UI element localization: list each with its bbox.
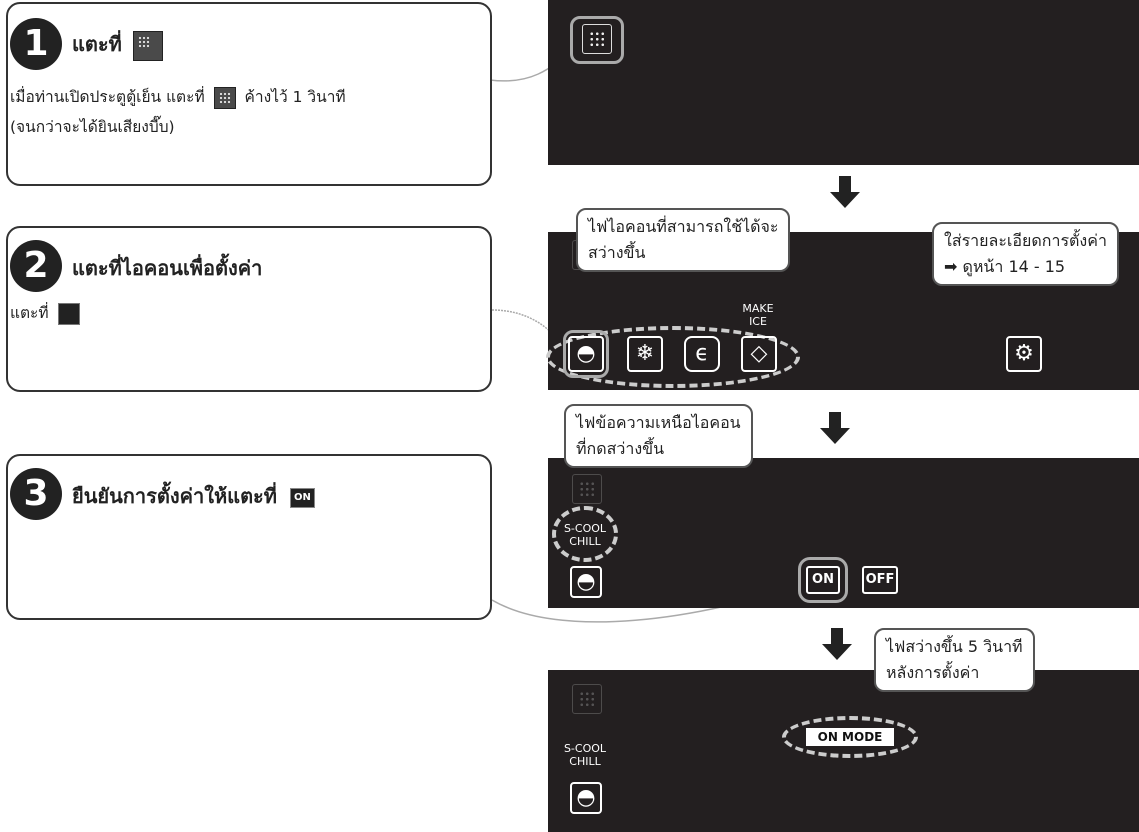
callout-available-line1: ไฟไอคอนที่สามารถใช้ได้จะ — [588, 217, 779, 236]
grid-button-highlight — [570, 16, 624, 64]
ice-icon[interactable]: ◇ — [741, 336, 777, 372]
callout-available-icons: ไฟไอคอนที่สามารถใช้ได้จะ สว่างขึ้น — [576, 208, 791, 272]
on-button-highlight — [798, 557, 848, 603]
panel-1 — [548, 0, 1139, 165]
callout-settings: ใส่รายละเอียดการตั้งค่า ➡ ดูหน้า 14 - 15 — [932, 222, 1119, 286]
step-2-box — [6, 226, 492, 392]
grid-icon — [213, 86, 236, 109]
available-icons-highlight — [546, 326, 800, 388]
step-2-line1: แตะที่ — [10, 304, 49, 322]
step-2-number: 2 — [10, 240, 62, 292]
grid-button-dim — [572, 684, 602, 714]
step-1-line1-after: ค้างไว้ 1 วินาที — [244, 88, 346, 106]
on-mode-highlight — [782, 716, 918, 758]
step-2-text: แตะที่ — [10, 298, 84, 328]
freeze-icon[interactable]: ❄ — [627, 336, 663, 372]
callout-settings-line1: ใส่รายละเอียดการตั้งค่า — [944, 231, 1107, 250]
grid-button[interactable] — [582, 24, 612, 54]
fish-chill-icon[interactable]: ◓ — [570, 566, 602, 598]
callout-on-mode-line1: ไฟสว่างขึ้น 5 วินาที — [886, 637, 1023, 656]
step-3-number: 3 — [10, 468, 62, 520]
callout-label-line2: ที่กดสว่างขึ้น — [576, 439, 665, 458]
fish-chill-icon[interactable]: ◓ — [568, 336, 604, 372]
step-1-number: 1 — [10, 18, 62, 70]
down-arrow-2-stem — [829, 412, 841, 428]
step-1-text: เมื่อท่านเปิดประตูตู้เย็น แตะที่ ค้างไว้… — [10, 82, 346, 142]
settings-icon[interactable]: ⚙ — [1006, 336, 1042, 372]
fish-chill-icon — [57, 302, 80, 325]
step-3-box — [6, 454, 492, 620]
grid-button-dim — [572, 474, 602, 504]
step-2-title: แตะที่ไอคอนเพื่อตั้งค่า — [72, 256, 263, 280]
selected-icon-highlight — [563, 330, 609, 378]
step-1-line2: (จนกว่าจะได้ยินเสียงบี๊บ) — [10, 118, 175, 136]
callout-on-mode-line2: หลังการตั้งค่า — [886, 663, 980, 682]
step-1-title-text: แตะที่ — [72, 32, 122, 56]
step-3-title-text: ยืนยันการตั้งค่าให้แตะที่ — [72, 484, 277, 508]
eco-icon[interactable]: ϵ — [684, 336, 720, 372]
step-1-line1-before: เมื่อท่านเปิดประตูตู้เย็น แตะที่ — [10, 88, 205, 106]
on-icon: ON — [289, 487, 315, 508]
panel-3 — [548, 458, 1139, 608]
callout-label-lights: ไฟข้อความเหนือไอคอน ที่กดสว่างขึ้น — [564, 404, 753, 468]
callout-label-line1: ไฟข้อความเหนือไอคอน — [576, 413, 741, 432]
grid-icon — [132, 30, 163, 61]
down-arrow-1-stem — [839, 176, 851, 192]
scool-chill-label: S-COOL CHILL — [563, 522, 607, 548]
callout-settings-line2: ➡ ดูหน้า 14 - 15 — [944, 257, 1066, 276]
step-3-title: ยืนยันการตั้งค่าให้แตะที่ ON — [72, 480, 315, 512]
step-1-box — [6, 2, 492, 186]
fish-chill-icon: ◓ — [570, 782, 602, 814]
callout-available-line2: สว่างขึ้น — [588, 243, 646, 262]
callout-on-mode: ไฟสว่างขึ้น 5 วินาที หลังการตั้งค่า — [874, 628, 1035, 692]
on-mode-indicator: ON MODE — [806, 728, 894, 746]
down-arrow-3-stem — [831, 628, 843, 644]
down-arrow-2 — [820, 428, 850, 444]
down-arrow-1 — [830, 192, 860, 208]
label-highlight — [552, 506, 618, 562]
on-button[interactable]: ON — [806, 566, 840, 594]
scool-chill-label: S-COOL CHILL — [563, 742, 607, 768]
make-ice-label: MAKE ICE — [742, 302, 774, 328]
down-arrow-3 — [822, 644, 852, 660]
off-button[interactable]: OFF — [862, 566, 898, 594]
step-1-title: แตะที่ — [72, 28, 167, 61]
